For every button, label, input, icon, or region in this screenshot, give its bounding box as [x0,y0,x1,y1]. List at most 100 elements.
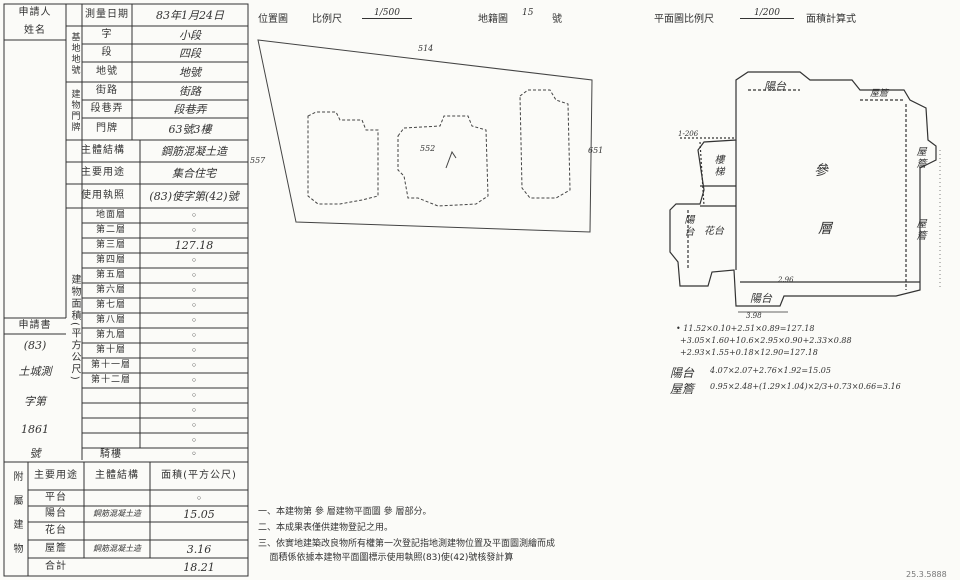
plan-floor-center-b: 層 [818,221,832,237]
remark-line: 三、依實地建築改良物所有權第一次登記指地測建物位置及平面圖測繪而成 [258,539,556,549]
door-row-value: 段巷弄 [173,102,207,116]
floor-label: 第九層 [95,330,126,340]
base-group-label: 基地地號 [69,32,80,76]
application-item: 字第 [24,394,46,408]
site-dim-top: 514 [418,44,434,53]
floor-label: 第四層 [95,255,126,265]
application-item: (83) [23,338,47,352]
floor-area-value: 127.18 [174,239,214,252]
application-item: 1861 [21,422,49,436]
main-row-label: 使用執照 [81,190,125,201]
footer-code: 25.3.5888 [906,570,947,579]
annex-use: 花台 [45,525,67,536]
floor-area-value: ◦ [190,329,198,342]
main-row-value: 鋼筋混凝土造 [161,144,227,158]
floor-area-value: ◦ [190,374,198,387]
door-row-value: 街路 [179,84,201,98]
floor-area-value: ◦ [190,209,198,222]
floor-label: 地面層 [95,210,126,220]
location-scale-label: 比例尺 [312,14,342,25]
annex-header-area: 面積(平方公尺) [161,470,237,481]
annex-header-use: 主要用途 [34,470,78,481]
tower-label: 騎樓 [100,449,122,460]
site-dim-center: 552 [420,144,436,153]
remark-line: 一、本建物第 參 層建物平面圖 參 層部分。 [258,507,432,517]
applicant-label: 申請人 [18,7,52,18]
floor-area-value: ◦ [190,299,198,312]
sheet-label: 地籍圖 [478,14,508,25]
annex-area: ◦ [195,491,203,505]
formula-line-1: • 11.52×0.10+2.51×0.89=127.18 [676,324,815,333]
remark-line: 二、本成果表僅供建物登記之用。 [258,523,394,533]
main-row-label: 主要用途 [81,167,125,178]
door-row-value: 63號3樓 [168,122,212,136]
location-scale-value: 1/500 [362,8,412,19]
annex-use: 屋簷 [45,543,67,554]
base-row-label: 地號 [96,66,118,77]
plan-flower-bed: 花台 [704,226,724,237]
parcel-outline [257,39,593,233]
annex-area: 15.05 [183,507,215,521]
floor-label: 第五層 [95,270,126,280]
main-row-value: (83)使字第(42)號 [149,189,239,203]
plan-eave-right: 屋簷 [914,146,925,170]
floor-area-value: ◦ [190,314,198,327]
eave-formula: 0.95×2.48+(1.29×1.04)×2/3+0.73×0.66=3.16 [710,382,901,391]
floor-label: 第八層 [95,315,126,325]
area-method-label: 面積計算式 [806,14,856,25]
main-row-label: 主體結構 [81,145,125,156]
base-row-label: 字 [101,29,113,40]
annex-header-structure: 主體結構 [95,470,139,481]
sheet-number: 15 [522,8,534,18]
building-center [397,115,489,207]
plan-balcony-left: 陽台 [682,214,693,238]
annex-area: 3.16 [186,542,212,556]
plan-stair: 樓梯 [712,154,723,178]
plan-outline [669,71,937,307]
floor-area-value: ◦ [190,389,198,402]
plan-eave-right-b: 屋簷 [914,218,925,242]
area-group-label: 建物面積(平方公尺) [69,274,80,382]
annex-use: 平台 [45,492,67,503]
annex-total-label: 合計 [45,561,67,572]
base-row-value: 四段 [179,46,201,60]
balcony-formula: 4.07×2.07+2.76×1.92=15.05 [710,366,831,375]
floor-label: 第二層 [95,225,126,235]
door-row-label: 街路 [96,85,118,96]
door-row-label: 門牌 [96,123,118,134]
base-row-value: 小段 [179,28,201,42]
annex-side-label: 附屬建物 [11,471,22,567]
building-right [519,89,571,199]
door-row-label: 段巷弄 [90,103,124,114]
floor-area-value: ◦ [190,254,198,267]
floor-label: 第十二層 [90,375,131,385]
annex-structure: 鋼筋混凝土造 [93,544,141,553]
floor-area-value: ◦ [190,404,198,417]
annex-structure: 鋼筋混凝土造 [93,509,141,518]
base-row-value: 地號 [179,65,201,79]
floor-area-value: ◦ [190,434,198,447]
sheet-suffix: 號 [552,14,562,25]
plan-scale-value: 1/200 [740,8,794,19]
plan-dim-top: 1-206 [678,130,699,138]
balcony-formula-label: 陽台 [670,366,695,380]
application-header: 申請書 [18,320,52,331]
site-dim-left: 557 [250,156,266,165]
floor-label: 第七層 [95,300,126,310]
floor-label: 第十層 [95,345,126,355]
door-group-label: 建物門牌 [69,89,80,133]
annex-use: 陽台 [45,508,67,519]
survey-date-value: 83年1月24日 [156,8,224,22]
plan-balcony-bottom: 陽台 [750,292,772,305]
formula-line-2: +3.05×1.60+10.6×2.95×0.90+2.33×0.88 [680,336,852,345]
site-dim-right: 651 [588,146,604,155]
location-title: 位置圖 [258,14,288,25]
floor-area-value: ◦ [190,269,198,282]
floor-area-value: ◦ [190,344,198,357]
application-item: 號 [29,446,41,460]
plan-dim-bottom: 2.96 [778,276,794,284]
